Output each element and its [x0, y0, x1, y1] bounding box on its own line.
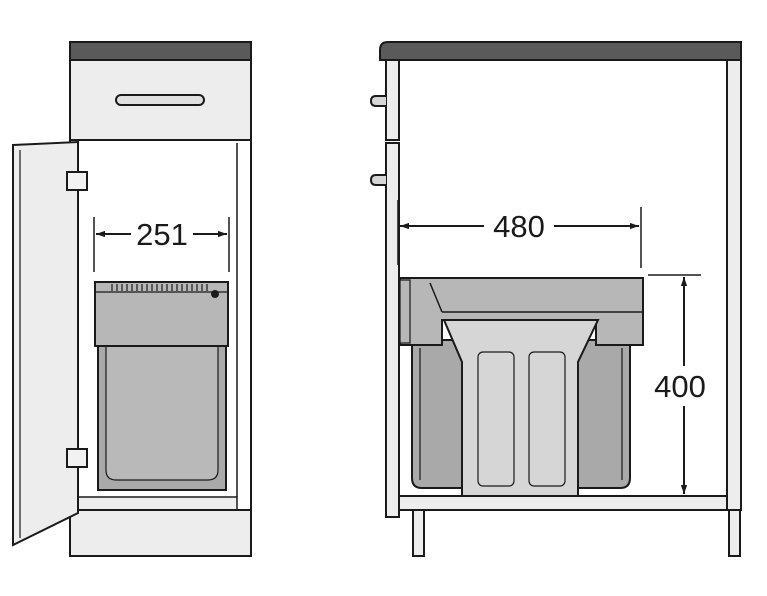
side-leg-back [728, 509, 741, 557]
insert-rib-right [528, 351, 566, 487]
open-door [12, 140, 79, 547]
front-bottom-shelf [77, 496, 238, 511]
drawer-handle [115, 94, 205, 106]
side-drawer-front [385, 59, 400, 141]
insert-rib-left [477, 351, 515, 487]
front-worktop [69, 41, 252, 61]
front-width-label: 251 [136, 217, 188, 252]
lid-button [211, 290, 219, 298]
front-bin-inner [105, 346, 219, 481]
front-plinth [69, 509, 252, 557]
side-door-knob [369, 174, 386, 186]
door-hinge-bottom [66, 448, 88, 468]
side-leg-front [412, 509, 425, 557]
front-view [12, 41, 252, 557]
side-bottom-shelf [398, 495, 728, 511]
side-frame-front-mount [399, 279, 411, 344]
side-depth-label: 480 [493, 209, 545, 244]
side-view [369, 41, 742, 557]
side-drawer-knob [369, 95, 386, 107]
side-worktop [379, 41, 742, 61]
front-bin-lid [94, 281, 229, 347]
side-height-label: 400 [654, 369, 706, 404]
side-door-front [385, 142, 400, 518]
lid-vent-slots [111, 284, 208, 291]
side-bin-insert [442, 319, 600, 497]
side-back-panel [726, 59, 742, 511]
door-hinge-top [66, 171, 88, 191]
